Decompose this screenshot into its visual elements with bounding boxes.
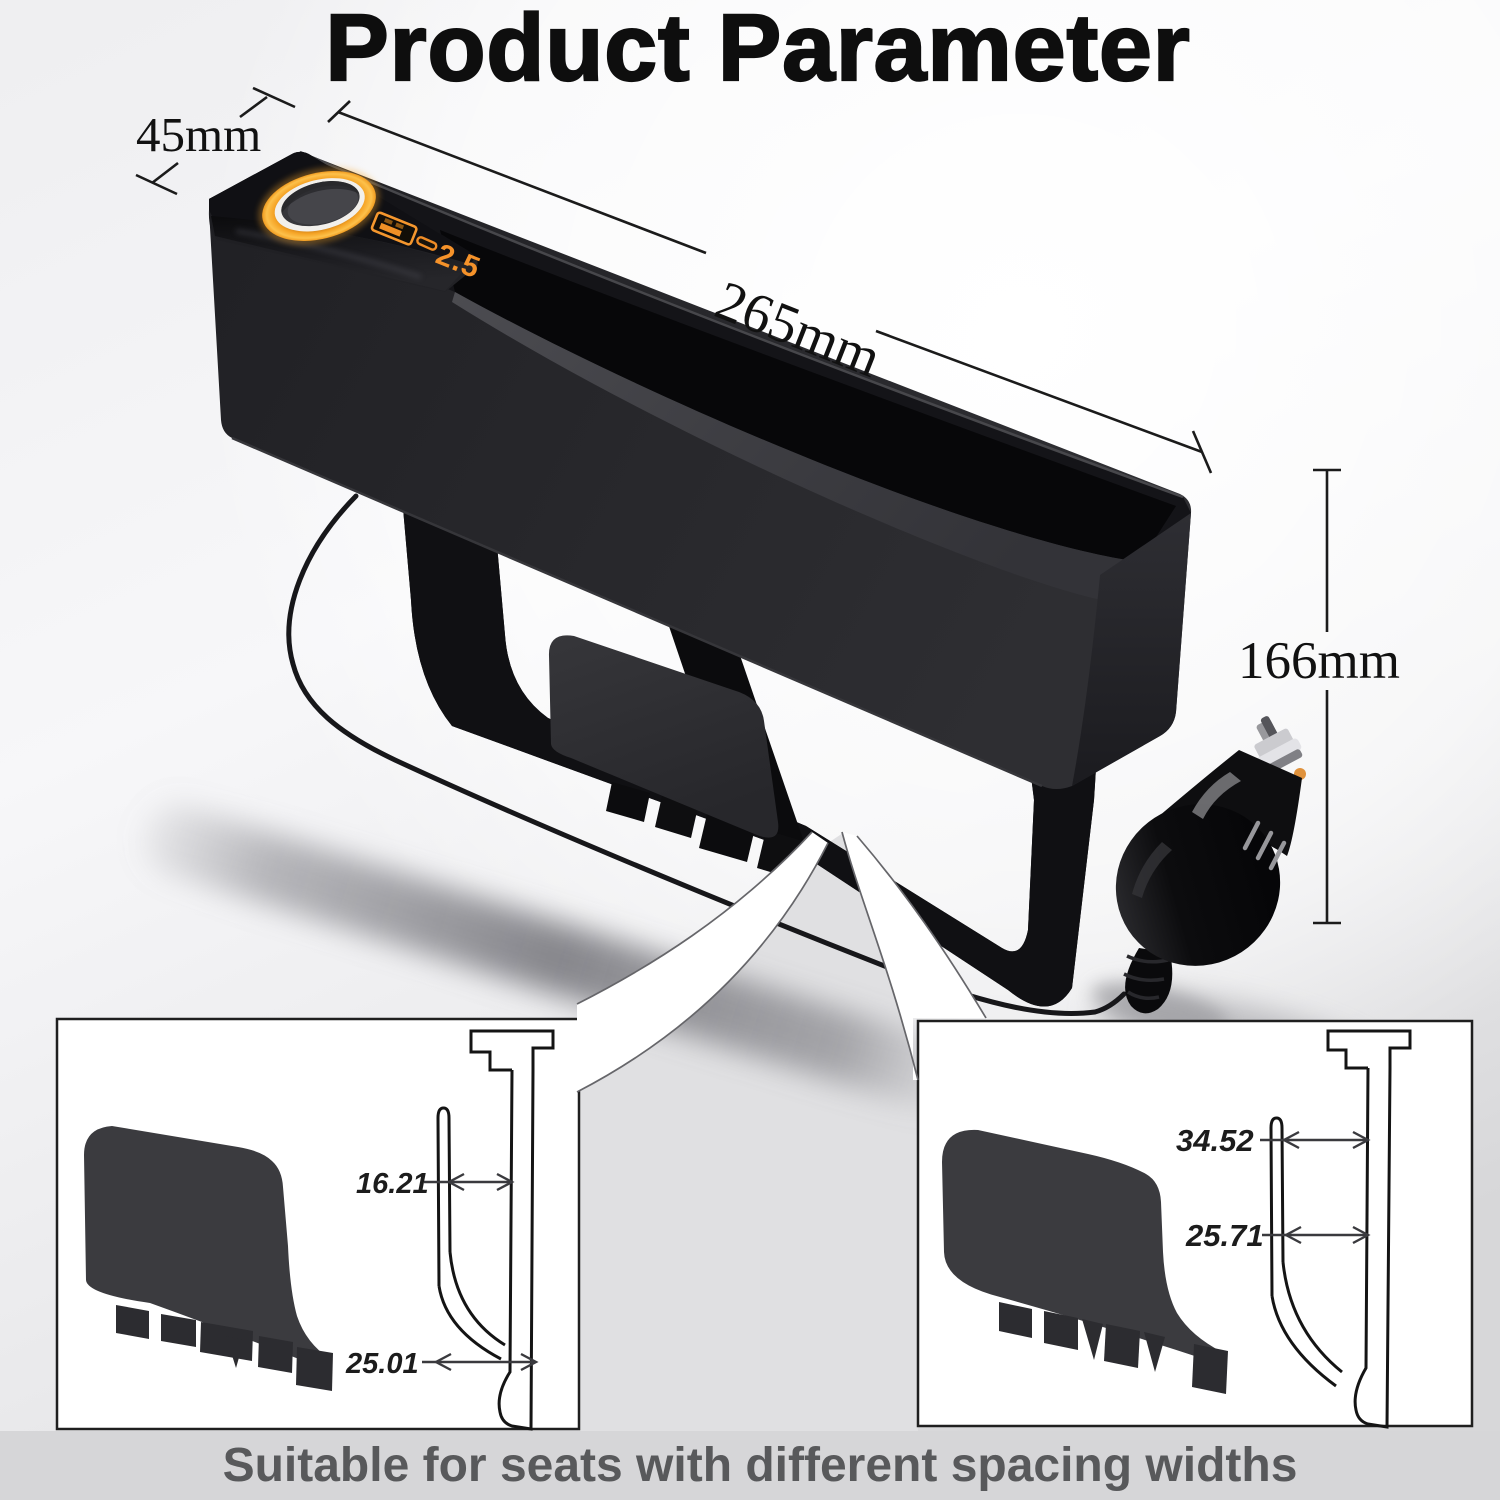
svg-text:Product Parameter: Product Parameter xyxy=(325,0,1190,101)
svg-text:166mm: 166mm xyxy=(1238,632,1400,690)
svg-text:Suitable for seats with differ: Suitable for seats with different spacin… xyxy=(223,1439,1298,1492)
svg-text:25.01: 25.01 xyxy=(345,1348,419,1380)
svg-text:34.52: 34.52 xyxy=(1176,1123,1254,1158)
svg-text:45mm: 45mm xyxy=(136,107,261,162)
svg-text:16.21: 16.21 xyxy=(356,1168,429,1200)
svg-text:25.71: 25.71 xyxy=(1185,1218,1264,1253)
